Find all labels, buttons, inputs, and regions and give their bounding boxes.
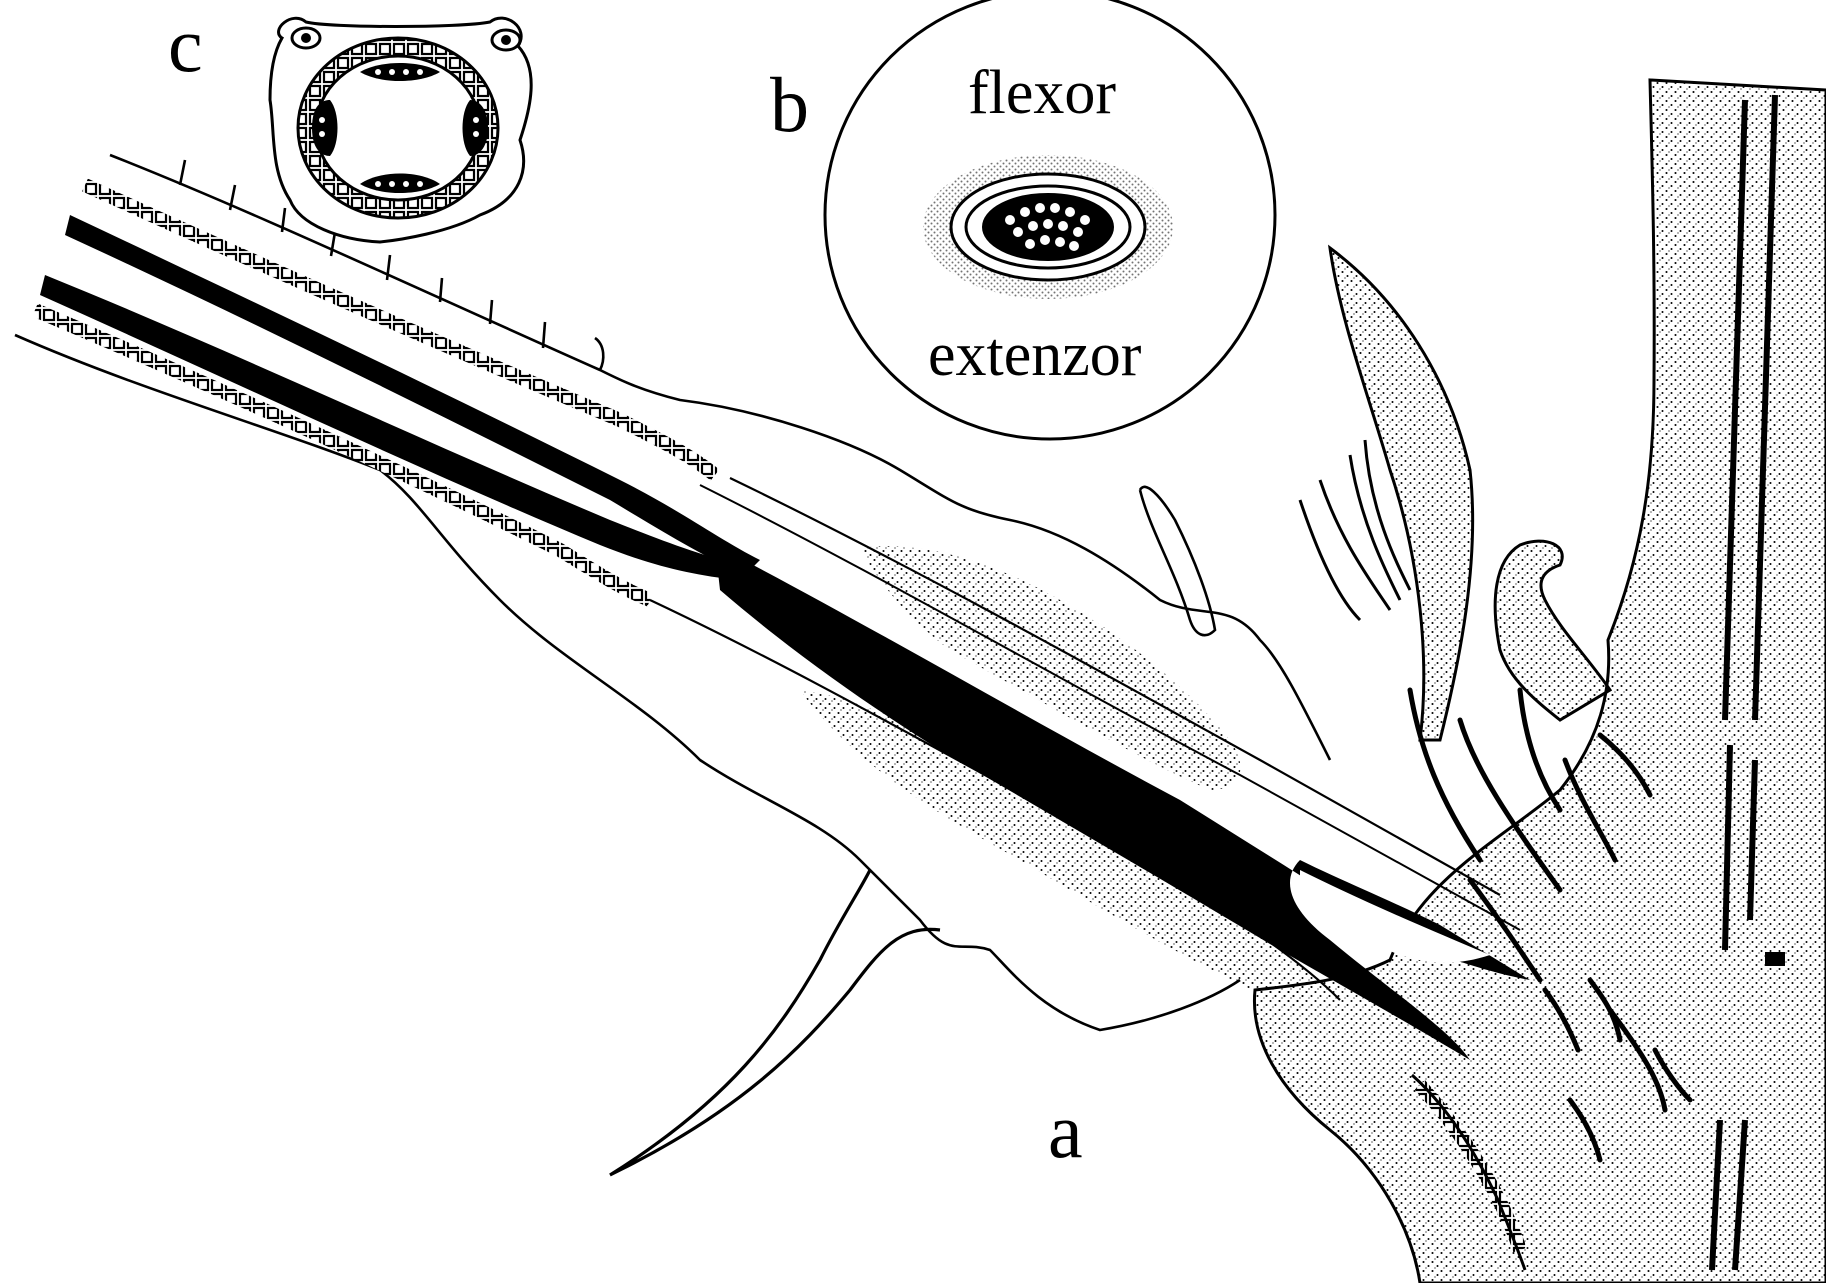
lower-leg bbox=[610, 870, 940, 1175]
flexor-label: flexor bbox=[968, 62, 1116, 124]
panel-a-label: a bbox=[1048, 1092, 1083, 1170]
panel-b-label: b bbox=[770, 66, 809, 144]
extenzor-label: extenzor bbox=[928, 324, 1141, 386]
hooked-claw bbox=[1330, 248, 1473, 740]
curled-hook bbox=[1495, 541, 1610, 720]
panel-c-label: c bbox=[168, 6, 203, 84]
upper-tentacle bbox=[1140, 487, 1215, 635]
small-black-mark bbox=[1765, 952, 1785, 966]
panel-c-drawing bbox=[270, 18, 531, 242]
